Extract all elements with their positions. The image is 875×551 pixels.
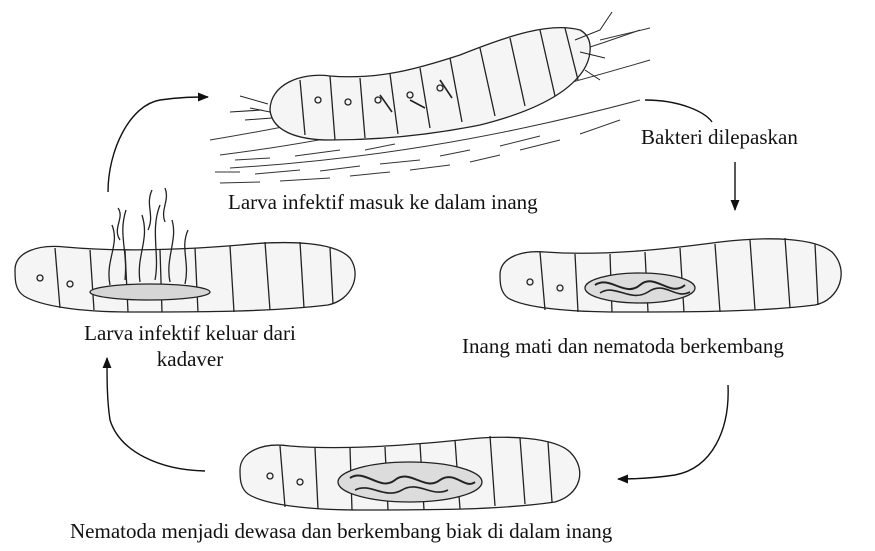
stage-label-top: Larva infektif masuk ke dalam inang <box>228 189 538 215</box>
stage-label-left: Larva infektif keluar dari kadaver <box>40 320 340 372</box>
arrow-bottom-to-left <box>107 358 205 471</box>
host-larva-right <box>500 238 841 312</box>
host-larva-bottom <box>240 436 580 510</box>
stage-label-bottom: Nematoda menjadi dewasa dan berkembang b… <box>70 518 612 544</box>
stage-label-left-line1: Larva infektif keluar dari <box>40 320 340 346</box>
stage-label-right: Inang mati dan nematoda berkembang <box>462 333 784 359</box>
arrow-top-to-bacteria <box>645 100 712 122</box>
stage-label-left-line2: kadaver <box>40 346 340 372</box>
arrow-left-to-top <box>108 97 208 192</box>
stage-label-bacteria: Bakteri dilepaskan <box>641 124 798 150</box>
arrow-right-to-bottom <box>618 385 728 479</box>
